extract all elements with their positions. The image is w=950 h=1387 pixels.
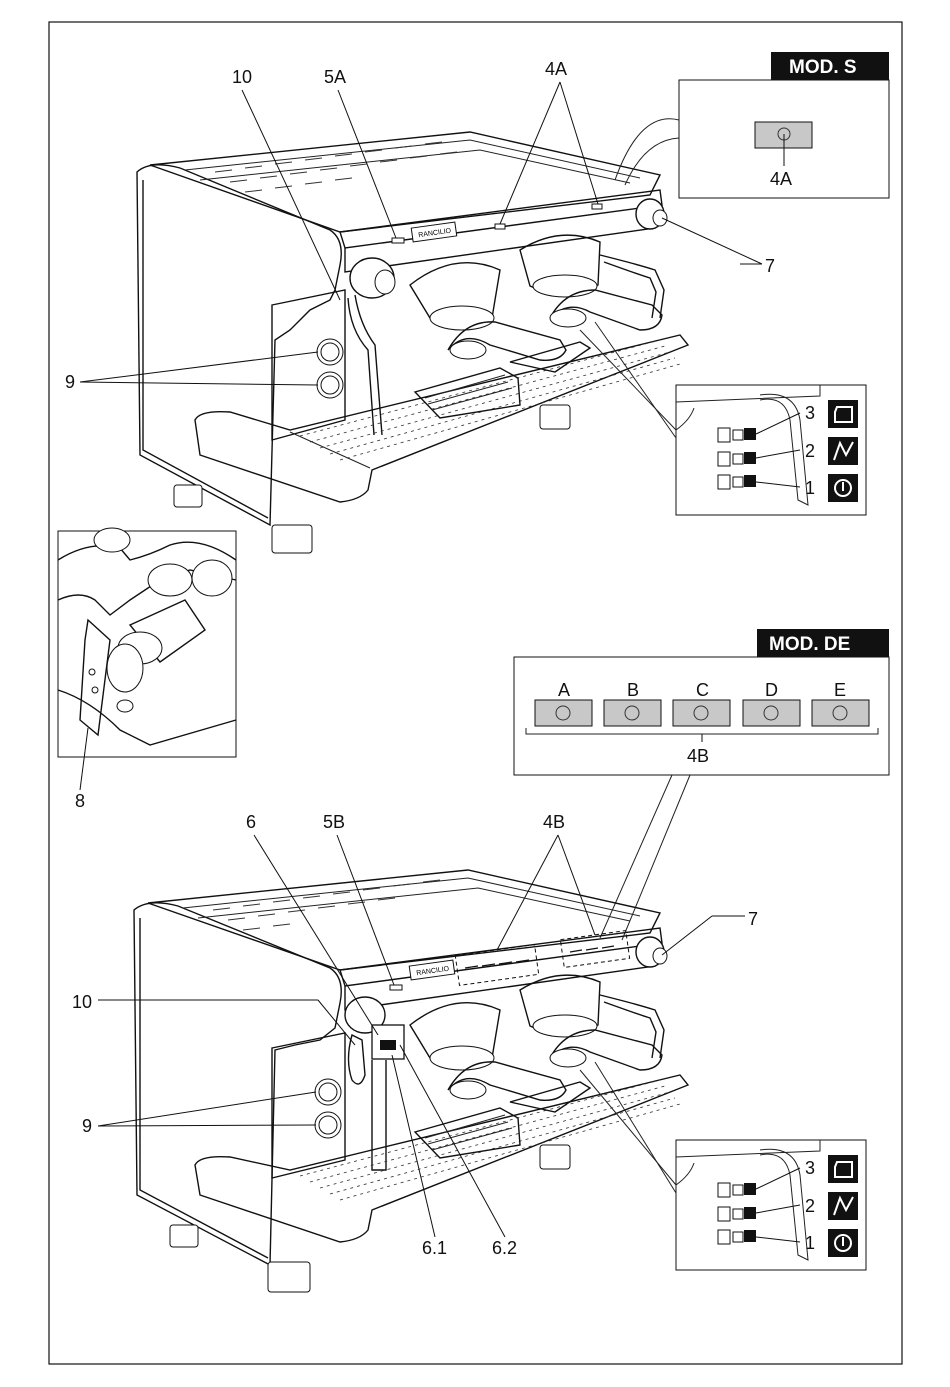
cup-icon [828, 400, 858, 428]
top-selector-pos-2: 2 [805, 441, 815, 461]
button-b [604, 700, 661, 726]
mod-de-group-label: 4B [687, 746, 709, 766]
mod-de-tag-text: MOD. DE [769, 634, 850, 655]
bottom-selector-pos-1: 1 [805, 1233, 815, 1253]
top-machine: RANCILIO [137, 132, 688, 553]
drip-tray-holes [300, 340, 680, 460]
button-c-label: C [696, 680, 709, 700]
bottom-selector-inset: 3 2 1 [580, 1062, 866, 1270]
top-selector-pos-3: 3 [805, 403, 815, 423]
mod-s-button-label: 4A [770, 169, 792, 189]
label-10-top: 10 [232, 67, 252, 87]
bottom-selector-pos-3: 3 [805, 1158, 815, 1178]
button-a [535, 700, 592, 726]
button-d-label: D [765, 680, 778, 700]
button-b-label: B [627, 680, 639, 700]
button-a-label: A [558, 680, 570, 700]
bottom-selector-pos-2: 2 [805, 1196, 815, 1216]
label-9-bottom: 9 [82, 1116, 92, 1136]
button-c [673, 700, 730, 726]
cup-icon-bottom [828, 1155, 858, 1183]
top-callouts: 10 5A 4A 7 9 [65, 59, 775, 392]
bottom-machine: RANCILIO [134, 870, 688, 1292]
label-4b-bottom: 4B [543, 812, 565, 832]
label-7-bottom: 7 [748, 909, 758, 929]
label-7-top: 7 [765, 256, 775, 276]
cup-tray-slots-bottom [213, 880, 440, 930]
label-9-top: 9 [65, 372, 75, 392]
label-10-bottom: 10 [72, 992, 92, 1012]
top-selector-pos-1: 1 [805, 478, 815, 498]
label-6: 6 [246, 812, 256, 832]
top-selector-inset: 3 2 1 [580, 322, 866, 515]
button-d [743, 700, 800, 726]
valve-detail-inset: 8 [58, 528, 236, 811]
button-e-label: E [834, 680, 846, 700]
label-6-1: 6.1 [422, 1238, 447, 1258]
label-8: 8 [75, 791, 85, 811]
cup-tray-slots [215, 142, 457, 192]
mod-s-inset: MOD. S 4A [615, 52, 889, 198]
mod-s-tag-text: MOD. S [789, 57, 857, 78]
label-4a-top: 4A [545, 59, 567, 79]
button-e [812, 700, 869, 726]
label-5a: 5A [324, 67, 346, 87]
label-6-2: 6.2 [492, 1238, 517, 1258]
label-5b: 5B [323, 812, 345, 832]
